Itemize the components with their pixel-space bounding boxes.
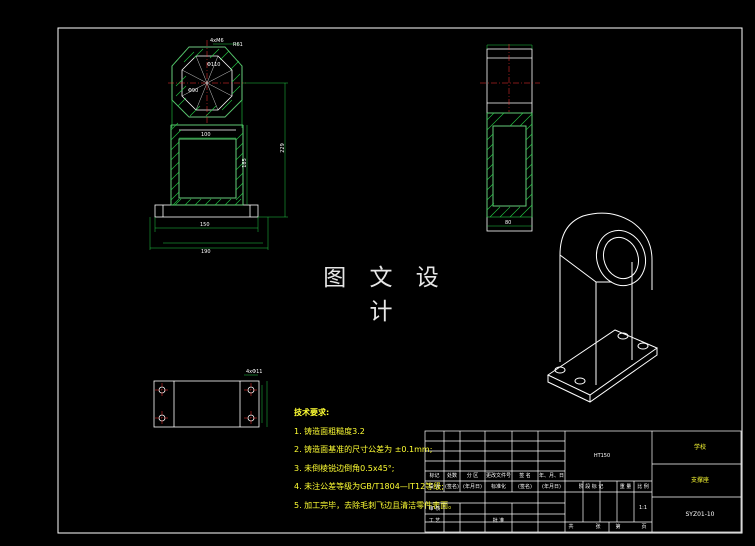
scale-label: 1:1 <box>638 505 648 511</box>
tb-review: 审 核 <box>428 506 441 512</box>
dim-inner-width: 100 <box>201 132 211 138</box>
tb-standard-sign: (签名) <box>518 484 532 490</box>
tb-design-sign: (签名) <box>445 484 459 490</box>
dim-height-total: 229 <box>279 143 286 153</box>
dim-dia-inner: Φ110 <box>207 62 221 68</box>
tb-craft: 工 艺 <box>428 518 441 524</box>
tb-sign: 签 名 <box>519 473 531 479</box>
tb-approve: 批 准 <box>492 518 505 524</box>
side-hatch <box>486 112 533 218</box>
dim-height-inner: 185 <box>241 158 248 168</box>
title-block-grid <box>424 430 742 533</box>
front-hatch <box>170 46 244 206</box>
dim-top-hole: 4xM6 <box>210 38 224 44</box>
watermark-text: 图 文 设 计 <box>323 265 447 325</box>
dim-top-radius: R61 <box>233 42 243 48</box>
tech-item-5: 5. 加工完毕，去除毛刺飞边且清洁零件表面。 <box>294 500 457 510</box>
tech-item-4: 4. 未注公差等级为GB/T1804—IT12等级; <box>294 482 444 491</box>
tb-total: 共 <box>568 524 574 530</box>
isometric-view <box>546 212 659 403</box>
tb-stage-mark: 阶 段 标 记 <box>578 484 604 490</box>
top-view <box>153 380 260 428</box>
dim-side-width: 80 <box>505 220 512 226</box>
dim-base-inner: 150 <box>200 222 210 228</box>
tech-item-3: 3. 未倒棱锐边倒角0.5x45°; <box>294 463 395 473</box>
tb-count: 处数 <box>446 473 457 479</box>
part-name-label: 支撑座 <box>690 477 709 484</box>
tb-design-date: (年月日) <box>463 484 482 490</box>
tb-date: 年、月、日 <box>538 473 564 479</box>
tech-requirements: 技术要求: 1. 铸造面粗糙度3.2 2. 铸造面基准的尺寸公差为 ±0.1mm… <box>294 404 456 515</box>
tb-zone: 分 区 <box>466 473 479 479</box>
tech-title: 技术要求: <box>294 408 330 417</box>
tb-change-no: 更改文件号 <box>485 473 511 479</box>
company-label: 学校 <box>693 444 706 451</box>
material-label: HT150 <box>593 453 611 459</box>
tb-scale-head: 比 例 <box>637 484 649 490</box>
tech-item-1: 1. 铸造面粗糙度3.2 <box>294 426 365 436</box>
tb-mark: 标记 <box>429 473 440 479</box>
tb-standard: 标准化 <box>490 484 506 490</box>
dim-base-holes: 4xΦ11 <box>246 369 263 375</box>
tb-page: 页 <box>641 524 647 530</box>
tb-design: 设 计 <box>428 484 441 490</box>
dim-dia-outer: Φ90 <box>188 88 199 94</box>
dim-base-total: 190 <box>201 249 211 255</box>
side-view <box>486 48 533 232</box>
tb-weight: 重 量 <box>619 484 632 490</box>
drawing-number-label: SYZ01-10 <box>685 511 715 518</box>
tb-index: 第 <box>615 524 621 530</box>
tb-sheets: 张 <box>595 524 601 530</box>
tb-standard-date: (年月日) <box>542 484 561 490</box>
drawing-border <box>57 27 743 534</box>
tech-item-2: 2. 铸造面基准的尺寸公差为 ±0.1mm; <box>294 445 433 454</box>
